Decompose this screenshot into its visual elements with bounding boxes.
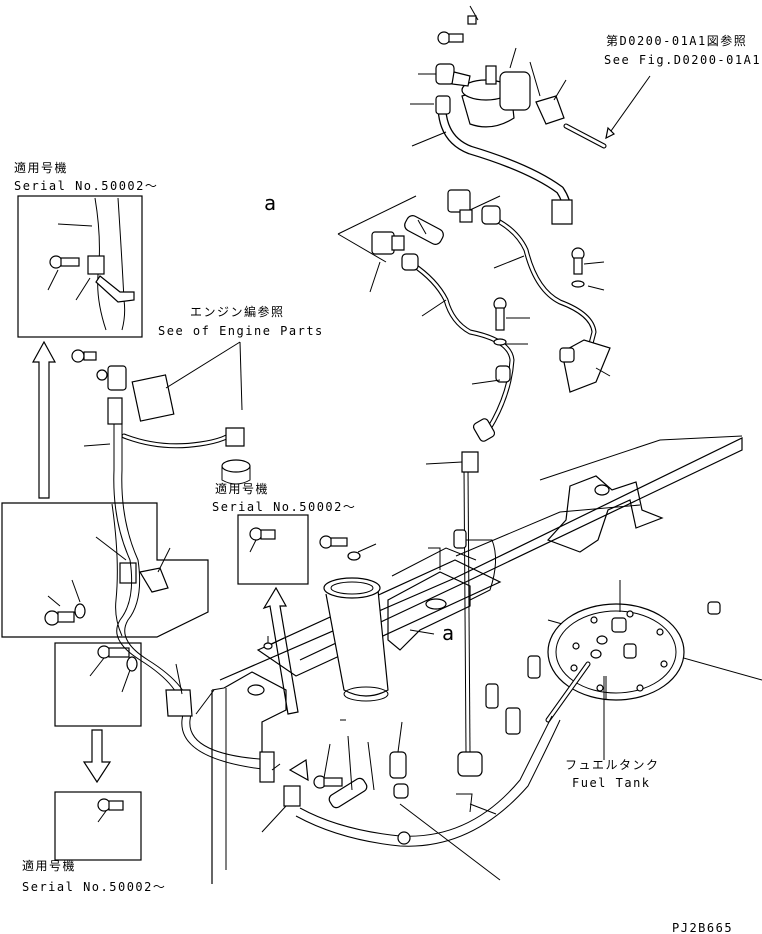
bolt-head-icon — [44, 610, 60, 626]
arrow-up-icon — [262, 586, 299, 715]
bolt-head-icon — [71, 349, 85, 363]
arrows — [31, 340, 299, 784]
engine-block-icon — [131, 374, 175, 422]
clamp-icon — [87, 255, 105, 275]
ref-figure-label-en: See Fig.D0200-01A1 — [604, 53, 761, 67]
elbow-fitting-icon — [389, 751, 407, 779]
frame-structure — [211, 435, 743, 884]
bolt-shank-icon — [260, 529, 276, 540]
serial-label-en-bottom: Serial No.50002～ — [22, 880, 166, 894]
serial-label-jp-middle: 適用号機 — [215, 481, 269, 496]
detail-box-top-left — [17, 195, 143, 338]
clamp-icon — [119, 562, 137, 584]
detail-box-bottom-left — [54, 791, 142, 861]
bolt-head-icon — [49, 255, 63, 269]
components — [71, 15, 611, 845]
washer-icon — [347, 551, 361, 561]
detail-box-middle-left — [1, 502, 209, 638]
detail-box-center — [237, 514, 309, 585]
water-separator — [461, 65, 607, 149]
engine-ref-label-en: See of Engine Parts — [158, 324, 324, 338]
fuel-tank-label-en: Fuel Tank — [572, 776, 651, 790]
serial-label-en-top: Serial No.50002～ — [14, 179, 158, 193]
washer-icon — [74, 603, 86, 619]
fuel-tank-label-jp: フュエルタンク — [565, 758, 660, 772]
elbow-fitting-icon — [435, 63, 455, 85]
ref-figure-label-jp: 第D0200-01A1図参照 — [606, 33, 747, 48]
washer-icon — [96, 369, 108, 381]
detail-box-lower-left — [54, 642, 142, 727]
marker-a-bottom: a — [442, 621, 454, 645]
hose-fitting-icon — [107, 397, 123, 425]
bolt-shank-icon — [108, 800, 124, 811]
fuel-piping — [113, 105, 597, 847]
serial-label-jp-top: 適用号機 — [14, 160, 68, 175]
filler-tube — [323, 577, 389, 702]
arrow-up-icon — [31, 340, 57, 499]
drawing-code: PJ2B665 — [672, 921, 733, 934]
hose-fitting-icon — [551, 199, 573, 225]
engine-port-icon — [225, 427, 245, 447]
clip-icon — [139, 567, 169, 593]
fuel-tank-cap-plate — [545, 580, 762, 723]
clamp-icon — [165, 689, 193, 717]
bolt-shank-icon — [57, 611, 75, 623]
engine-ref-label-jp: エンジン編参照 — [190, 304, 285, 319]
text-labels: 第D0200-01A1図参照 See Fig.D0200-01A1 適用号機 S… — [14, 33, 761, 934]
elbow-fitting-icon — [461, 451, 479, 473]
bolt-head-icon — [97, 798, 111, 812]
arrow-down-icon — [82, 729, 112, 784]
bolt-head-icon — [97, 645, 111, 659]
marker-a-top: a — [264, 191, 276, 215]
clip-icon — [95, 275, 135, 303]
washer-icon — [571, 280, 585, 288]
bolt-head-icon — [437, 31, 451, 45]
washer-icon — [493, 338, 507, 346]
bolt-head-icon — [319, 535, 333, 549]
bolt-shank-icon — [60, 257, 80, 267]
banjo-block-icon — [371, 231, 395, 255]
serial-label-en-middle: Serial No.50002～ — [212, 500, 356, 514]
banjo-block-icon — [447, 189, 471, 213]
leader-lines — [83, 5, 651, 881]
bolt-head-icon — [249, 527, 263, 541]
washer-icon — [126, 656, 138, 672]
serial-label-jp-bottom: 適用号機 — [22, 858, 76, 873]
